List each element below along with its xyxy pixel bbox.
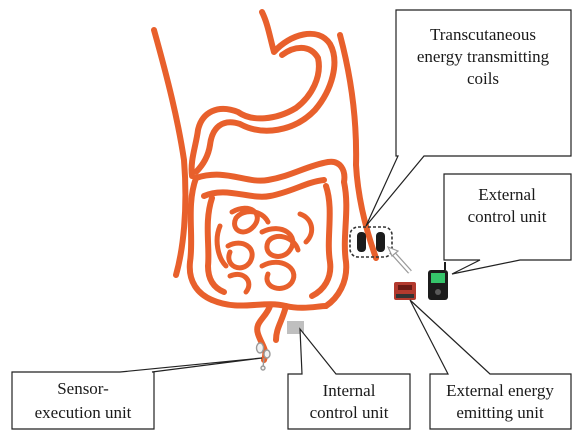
energy-emitter-icon bbox=[394, 282, 416, 300]
coils-label-line1: Transcutaneous bbox=[430, 25, 536, 44]
sensor-label-line2: execution unit bbox=[35, 403, 132, 422]
callout-internal-control: Internal control unit bbox=[288, 329, 410, 429]
left-torso-line bbox=[154, 30, 185, 275]
coils-label-line2: energy transmitting bbox=[417, 47, 550, 66]
external-control-label-line2: control unit bbox=[468, 207, 547, 226]
coil-right bbox=[376, 232, 385, 252]
external-energy-label-line2: emitting unit bbox=[456, 403, 544, 422]
stomach-outline-icon bbox=[192, 12, 335, 176]
energy-transfer-arrow-icon bbox=[388, 247, 410, 272]
handheld-controller-icon bbox=[428, 262, 448, 300]
external-control-label-line1: External bbox=[478, 185, 536, 204]
coils-label-line3: coils bbox=[467, 69, 499, 88]
sensor-label-line1: Sensor- bbox=[57, 379, 109, 398]
internal-control-label-line1: Internal bbox=[323, 381, 376, 400]
intestines-outline-icon bbox=[190, 162, 347, 360]
callout-external-control: External control unit bbox=[444, 174, 571, 274]
callout-external-energy: External energy emitting unit bbox=[410, 300, 571, 429]
external-energy-label-line1: External energy bbox=[446, 381, 554, 400]
internal-control-label-line2: control unit bbox=[310, 403, 389, 422]
callout-sensor: Sensor- execution unit bbox=[12, 358, 262, 429]
coil-left bbox=[357, 232, 366, 252]
